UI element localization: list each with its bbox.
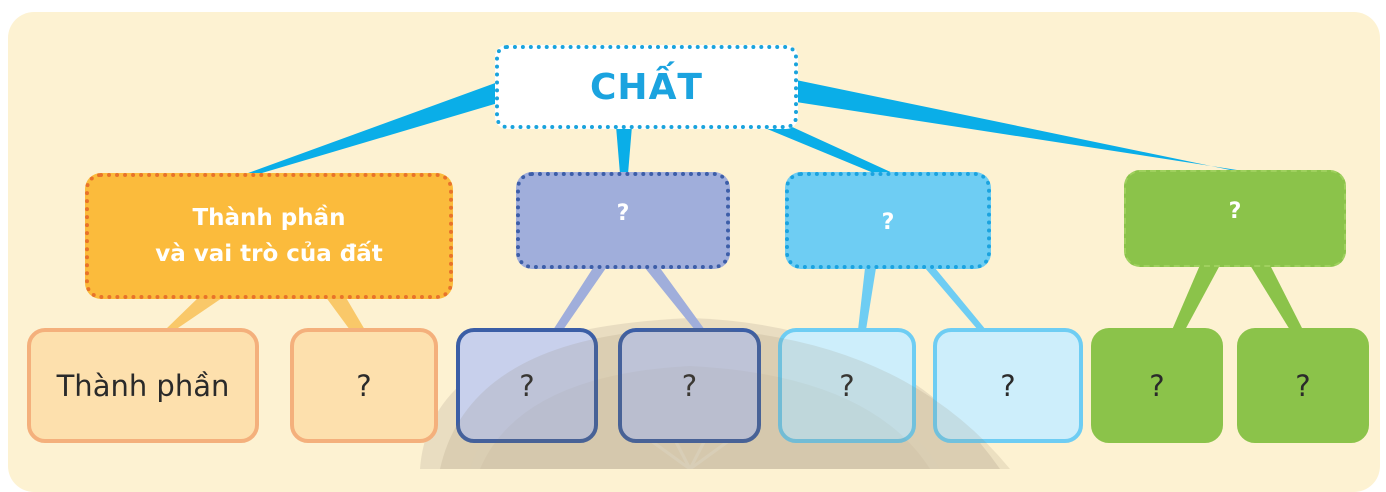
category-label: ? xyxy=(881,209,895,235)
category-node-soil-composition: Thành phần và vai trò của đất xyxy=(85,173,453,299)
root-label: CHẤT xyxy=(590,66,703,108)
leaf-label: ? xyxy=(1149,368,1165,403)
leaf-label: ? xyxy=(519,368,535,403)
leaf-node-1-2: ? xyxy=(290,328,438,443)
leaf-node-2-1: ? xyxy=(456,328,598,443)
leaf-label: ? xyxy=(356,368,372,403)
category-node-3: ? xyxy=(785,172,991,269)
leaf-label: ? xyxy=(681,368,698,403)
leaf-label: ? xyxy=(839,368,855,403)
leaf-node-composition: Thành phần xyxy=(27,328,259,443)
category-label: ? xyxy=(616,200,630,226)
leaf-node-4-1: ? xyxy=(1091,328,1223,443)
leaf-node-3-1: ? xyxy=(778,328,916,443)
category-label-line2: và vai trò của đất xyxy=(155,241,383,267)
leaf-node-4-2: ? xyxy=(1237,328,1369,443)
root-node-chat: CHẤT xyxy=(495,45,798,129)
category-label: ? xyxy=(1228,198,1242,224)
category-node-2: ? xyxy=(516,172,730,269)
leaf-node-3-2: ? xyxy=(933,328,1083,443)
leaf-node-2-2: ? xyxy=(618,328,761,443)
leaf-label: Thành phần xyxy=(56,368,230,403)
category-label-line1: Thành phần xyxy=(192,205,346,231)
category-node-4: ? xyxy=(1124,170,1346,267)
leaf-label: ? xyxy=(1000,368,1016,403)
leaf-label: ? xyxy=(1295,368,1311,403)
